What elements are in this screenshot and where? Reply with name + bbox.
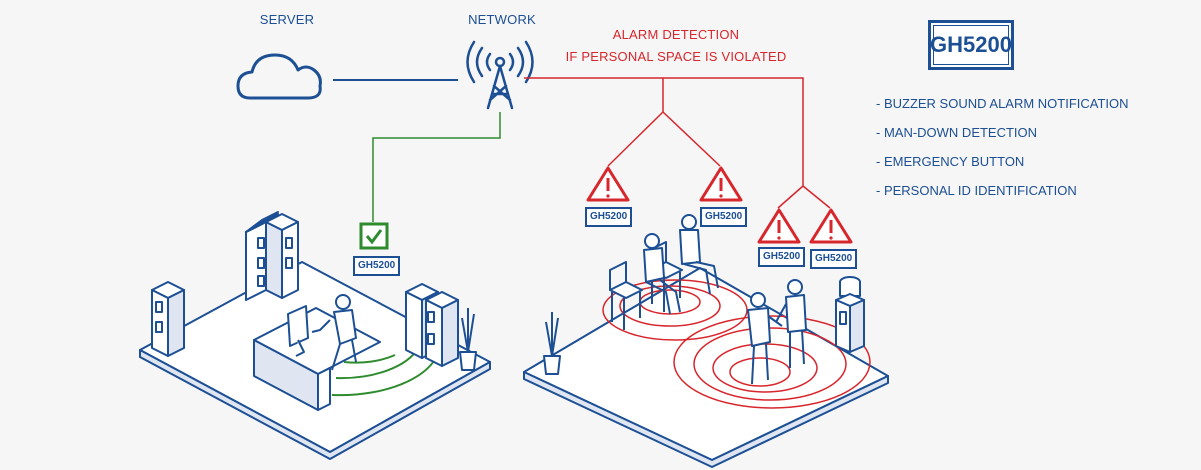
warning-icon xyxy=(699,166,743,202)
cloud-icon xyxy=(236,53,322,100)
feature-item: - MAN-DOWN DETECTION xyxy=(876,125,1038,140)
alarm-connector-lines xyxy=(524,77,831,209)
device-tag-office: GH5200 xyxy=(353,256,401,276)
feature-list: - BUZZER SOUND ALARM NOTIFICATION - MAN-… xyxy=(876,96,1129,212)
server-label: SERVER xyxy=(259,12,315,27)
alarm-title: ALARM DETECTION xyxy=(612,27,740,42)
check-icon xyxy=(359,222,389,250)
device-tag-alert: GH5200 xyxy=(758,247,806,267)
warning-icon xyxy=(586,166,630,202)
office-room xyxy=(139,211,491,460)
alarm-subtitle: IF PERSONAL SPACE IS VIOLATED xyxy=(565,49,787,64)
warning-icon xyxy=(809,208,853,244)
product-logo: GH5200 xyxy=(928,20,1014,70)
public-room xyxy=(523,214,889,468)
antenna-tower-icon xyxy=(466,40,534,110)
device-tag-alert: GH5200 xyxy=(700,207,748,227)
network-office-link xyxy=(372,112,501,222)
feature-item: - EMERGENCY BUTTON xyxy=(876,154,1025,169)
warning-icon xyxy=(757,208,801,244)
device-tag-alert: GH5200 xyxy=(585,207,633,227)
feature-item: - PERSONAL ID IDENTIFICATION xyxy=(876,183,1077,198)
feature-item: - BUZZER SOUND ALARM NOTIFICATION xyxy=(876,96,1129,111)
device-tag-alert: GH5200 xyxy=(810,249,858,269)
network-label: NETWORK xyxy=(468,12,536,27)
